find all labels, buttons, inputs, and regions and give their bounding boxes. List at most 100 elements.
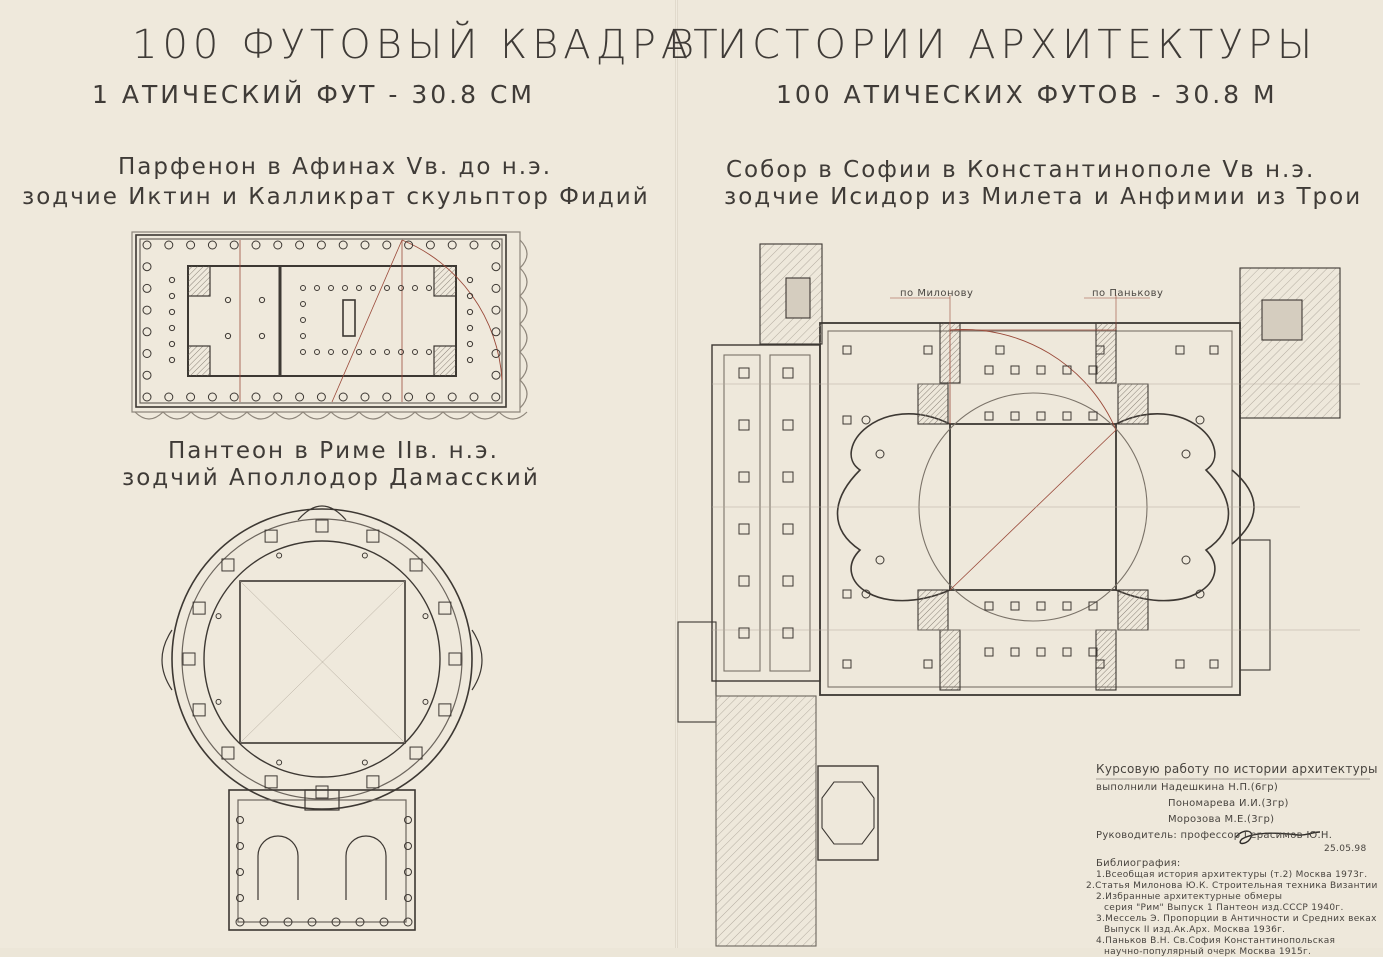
- parthenon-column: [466, 292, 474, 300]
- parthenon-column: [491, 262, 501, 272]
- sophia-right-tower: [1239, 267, 1341, 419]
- narthex-pier: [782, 471, 794, 483]
- sophia-pier: [1095, 345, 1105, 355]
- parthenon-column: [426, 285, 432, 291]
- sophia-golden-arc: [949, 329, 1117, 431]
- title-right: В ИСТОРИИ АРХИТЕКТУРЫ: [668, 22, 1318, 68]
- sophia-exedra-column: [861, 589, 871, 599]
- parthenon-column: [316, 392, 326, 402]
- parthenon-column: [469, 392, 479, 402]
- parthenon-column: [398, 349, 404, 355]
- parthenon-column: [186, 392, 196, 402]
- parthenon-column: [491, 305, 501, 315]
- sophia-pier: [1209, 345, 1219, 355]
- parthenon-column: [382, 240, 392, 250]
- credits-line-3: Пономарева И.И.(3гр): [1168, 798, 1289, 809]
- sophia-pier: [995, 345, 1005, 355]
- sophia-column: [1088, 601, 1098, 611]
- portico-column: [236, 868, 244, 876]
- parthenon-column: [142, 327, 152, 337]
- parthenon-column: [328, 349, 334, 355]
- parthenon-column: [491, 240, 501, 250]
- pantheon-porch-columns: [235, 816, 413, 927]
- pantheon-column: [422, 613, 429, 620]
- portico-column: [283, 917, 293, 927]
- sophia-column: [1036, 411, 1046, 421]
- sophia-column: [1088, 365, 1098, 375]
- pantheon-niche: [409, 746, 423, 760]
- parthenon-column: [404, 392, 414, 402]
- sophia-narthex: [711, 344, 821, 682]
- sophia-outer-wall: [819, 322, 1241, 696]
- parthenon-column: [412, 285, 418, 291]
- portico-column: [236, 842, 244, 850]
- subtitle-left: 1 АТИЧЕСКИЙ ФУТ - 30.8 СМ: [92, 80, 535, 109]
- parthenon-column: [142, 349, 152, 358]
- portico-column: [355, 917, 365, 927]
- sophia-east-exedra: [1115, 412, 1230, 602]
- narthex-pier: [738, 523, 750, 535]
- label-milonov: по Милонову: [900, 288, 974, 299]
- pantheon-niche: [192, 703, 206, 717]
- sophia-column: [1010, 647, 1020, 657]
- parthenon-column: [384, 349, 390, 355]
- parthenon-column: [168, 292, 176, 300]
- portico-column: [236, 894, 244, 902]
- narthex-pier: [738, 471, 750, 483]
- parthenon-column: [300, 285, 306, 291]
- sophia-exedra-column: [875, 555, 885, 565]
- narthex-pier: [782, 627, 794, 639]
- pantheon-niche: [366, 529, 380, 543]
- bibliography-item: 3.Мессель Э. Пропорции в Античности и Ср…: [1096, 914, 1377, 924]
- credits-line-1: Курсовую работу по истории архитектуры: [1096, 762, 1378, 776]
- parthenon-column: [224, 332, 232, 340]
- parthenon-column: [168, 276, 176, 284]
- pantheon-niche: [221, 746, 235, 760]
- sophia-pier: [1095, 659, 1105, 669]
- parthenon-column: [300, 301, 306, 307]
- parthenon-column: [273, 392, 283, 402]
- parthenon-column: [300, 317, 306, 323]
- pantheon-niche: [192, 601, 206, 615]
- parthenon-column: [382, 392, 392, 402]
- portico-column: [404, 894, 412, 902]
- portico-column: [235, 917, 245, 927]
- sophia-baptistery: [817, 765, 879, 861]
- parthenon-column: [186, 240, 196, 250]
- sophia-pier: [842, 345, 852, 355]
- pantheon-portico: [228, 789, 416, 931]
- parthenon-caption-2: зодчие Иктин и Калликрат скульптор Фидий: [22, 184, 650, 210]
- parthenon-column: [491, 283, 501, 293]
- signature: [1235, 830, 1321, 845]
- bibliography-item: 4.Паньков В.Н. Св.София Константинопольс…: [1096, 936, 1336, 946]
- sophia-pier: [923, 345, 933, 355]
- bibliography-item: 2.Избранные архитектурные обмеры: [1096, 892, 1283, 902]
- parthenon-column: [491, 349, 501, 358]
- parthenon-caption-1: Парфенон в Афинах Vв. до н.э.: [118, 154, 553, 180]
- pantheon-column: [276, 759, 283, 766]
- parthenon-column: [426, 349, 432, 355]
- label-pankov: по Панькову: [1092, 288, 1164, 299]
- parthenon-column: [398, 285, 404, 291]
- bibliography-item: 1.Всеобщая история архитектуры (т.2) Мос…: [1096, 870, 1368, 880]
- parthenon-column: [342, 349, 348, 355]
- parthenon-column: [168, 356, 176, 364]
- parthenon-column: [300, 349, 306, 355]
- pantheon-niche: [438, 601, 452, 615]
- parthenon-column: [142, 305, 152, 315]
- sophia-column: [1062, 411, 1072, 421]
- pantheon-plan: [161, 505, 483, 931]
- parthenon-column: [142, 240, 152, 250]
- parthenon-column: [142, 370, 152, 380]
- statue-base: [342, 299, 356, 337]
- parthenon-column: [469, 240, 479, 250]
- bibliography-item: 2.Статья Милонова Ю.К. Строительная техн…: [1086, 881, 1378, 891]
- portico-column: [404, 868, 412, 876]
- parthenon-column: [491, 327, 501, 337]
- credits-date: 25.05.98: [1324, 844, 1367, 854]
- portico-column: [236, 816, 244, 824]
- pantheon-niche: [438, 703, 452, 717]
- pantheon-caption-2: зодчий Аполлодор Дамасский: [122, 465, 540, 491]
- sophia-column: [1062, 647, 1072, 657]
- pantheon-niches: [182, 519, 462, 799]
